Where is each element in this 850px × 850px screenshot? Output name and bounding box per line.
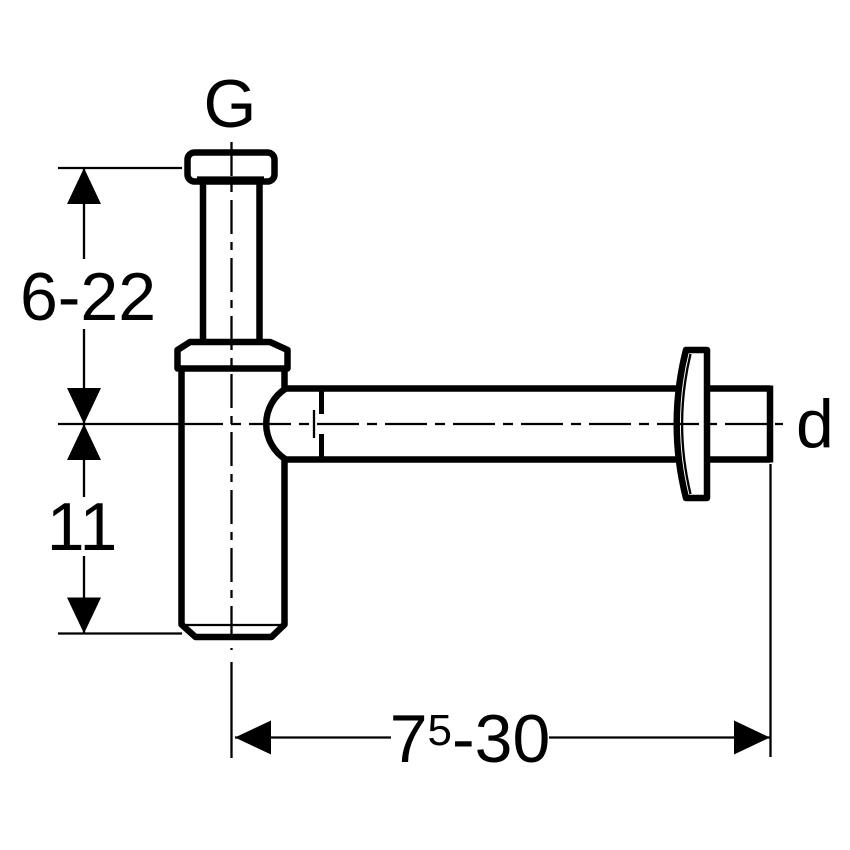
dim-outlet-projection-rest: -30 (452, 701, 550, 777)
dim-trap-body-height-label: 11 (47, 489, 118, 565)
dim-inlet-adjustment-label: 6-22 (20, 259, 156, 335)
arrow-up-cap (67, 168, 101, 204)
dimension-arrows-group (67, 168, 770, 755)
inlet-thread-label: G (204, 66, 257, 142)
trap-outline-group (174, 149, 774, 641)
arrow-right-projection (734, 720, 770, 755)
arrow-down-body-bottom (67, 597, 101, 634)
outlet-diameter-label: d (796, 386, 834, 462)
dim-outlet-projection-superscript: 5 (428, 706, 452, 755)
arrow-down-centerline (67, 388, 101, 424)
trap-body-outline (178, 368, 288, 641)
dim-outlet-projection-base: 7 (390, 701, 428, 777)
arrow-up-centerline (67, 424, 101, 460)
dim-outlet-projection-label: 75-30 (390, 701, 551, 777)
labels-group: G 6-22 11 75-30 d (20, 66, 834, 777)
centerlines-group (181, 142, 783, 650)
arrow-left-projection (235, 720, 271, 755)
